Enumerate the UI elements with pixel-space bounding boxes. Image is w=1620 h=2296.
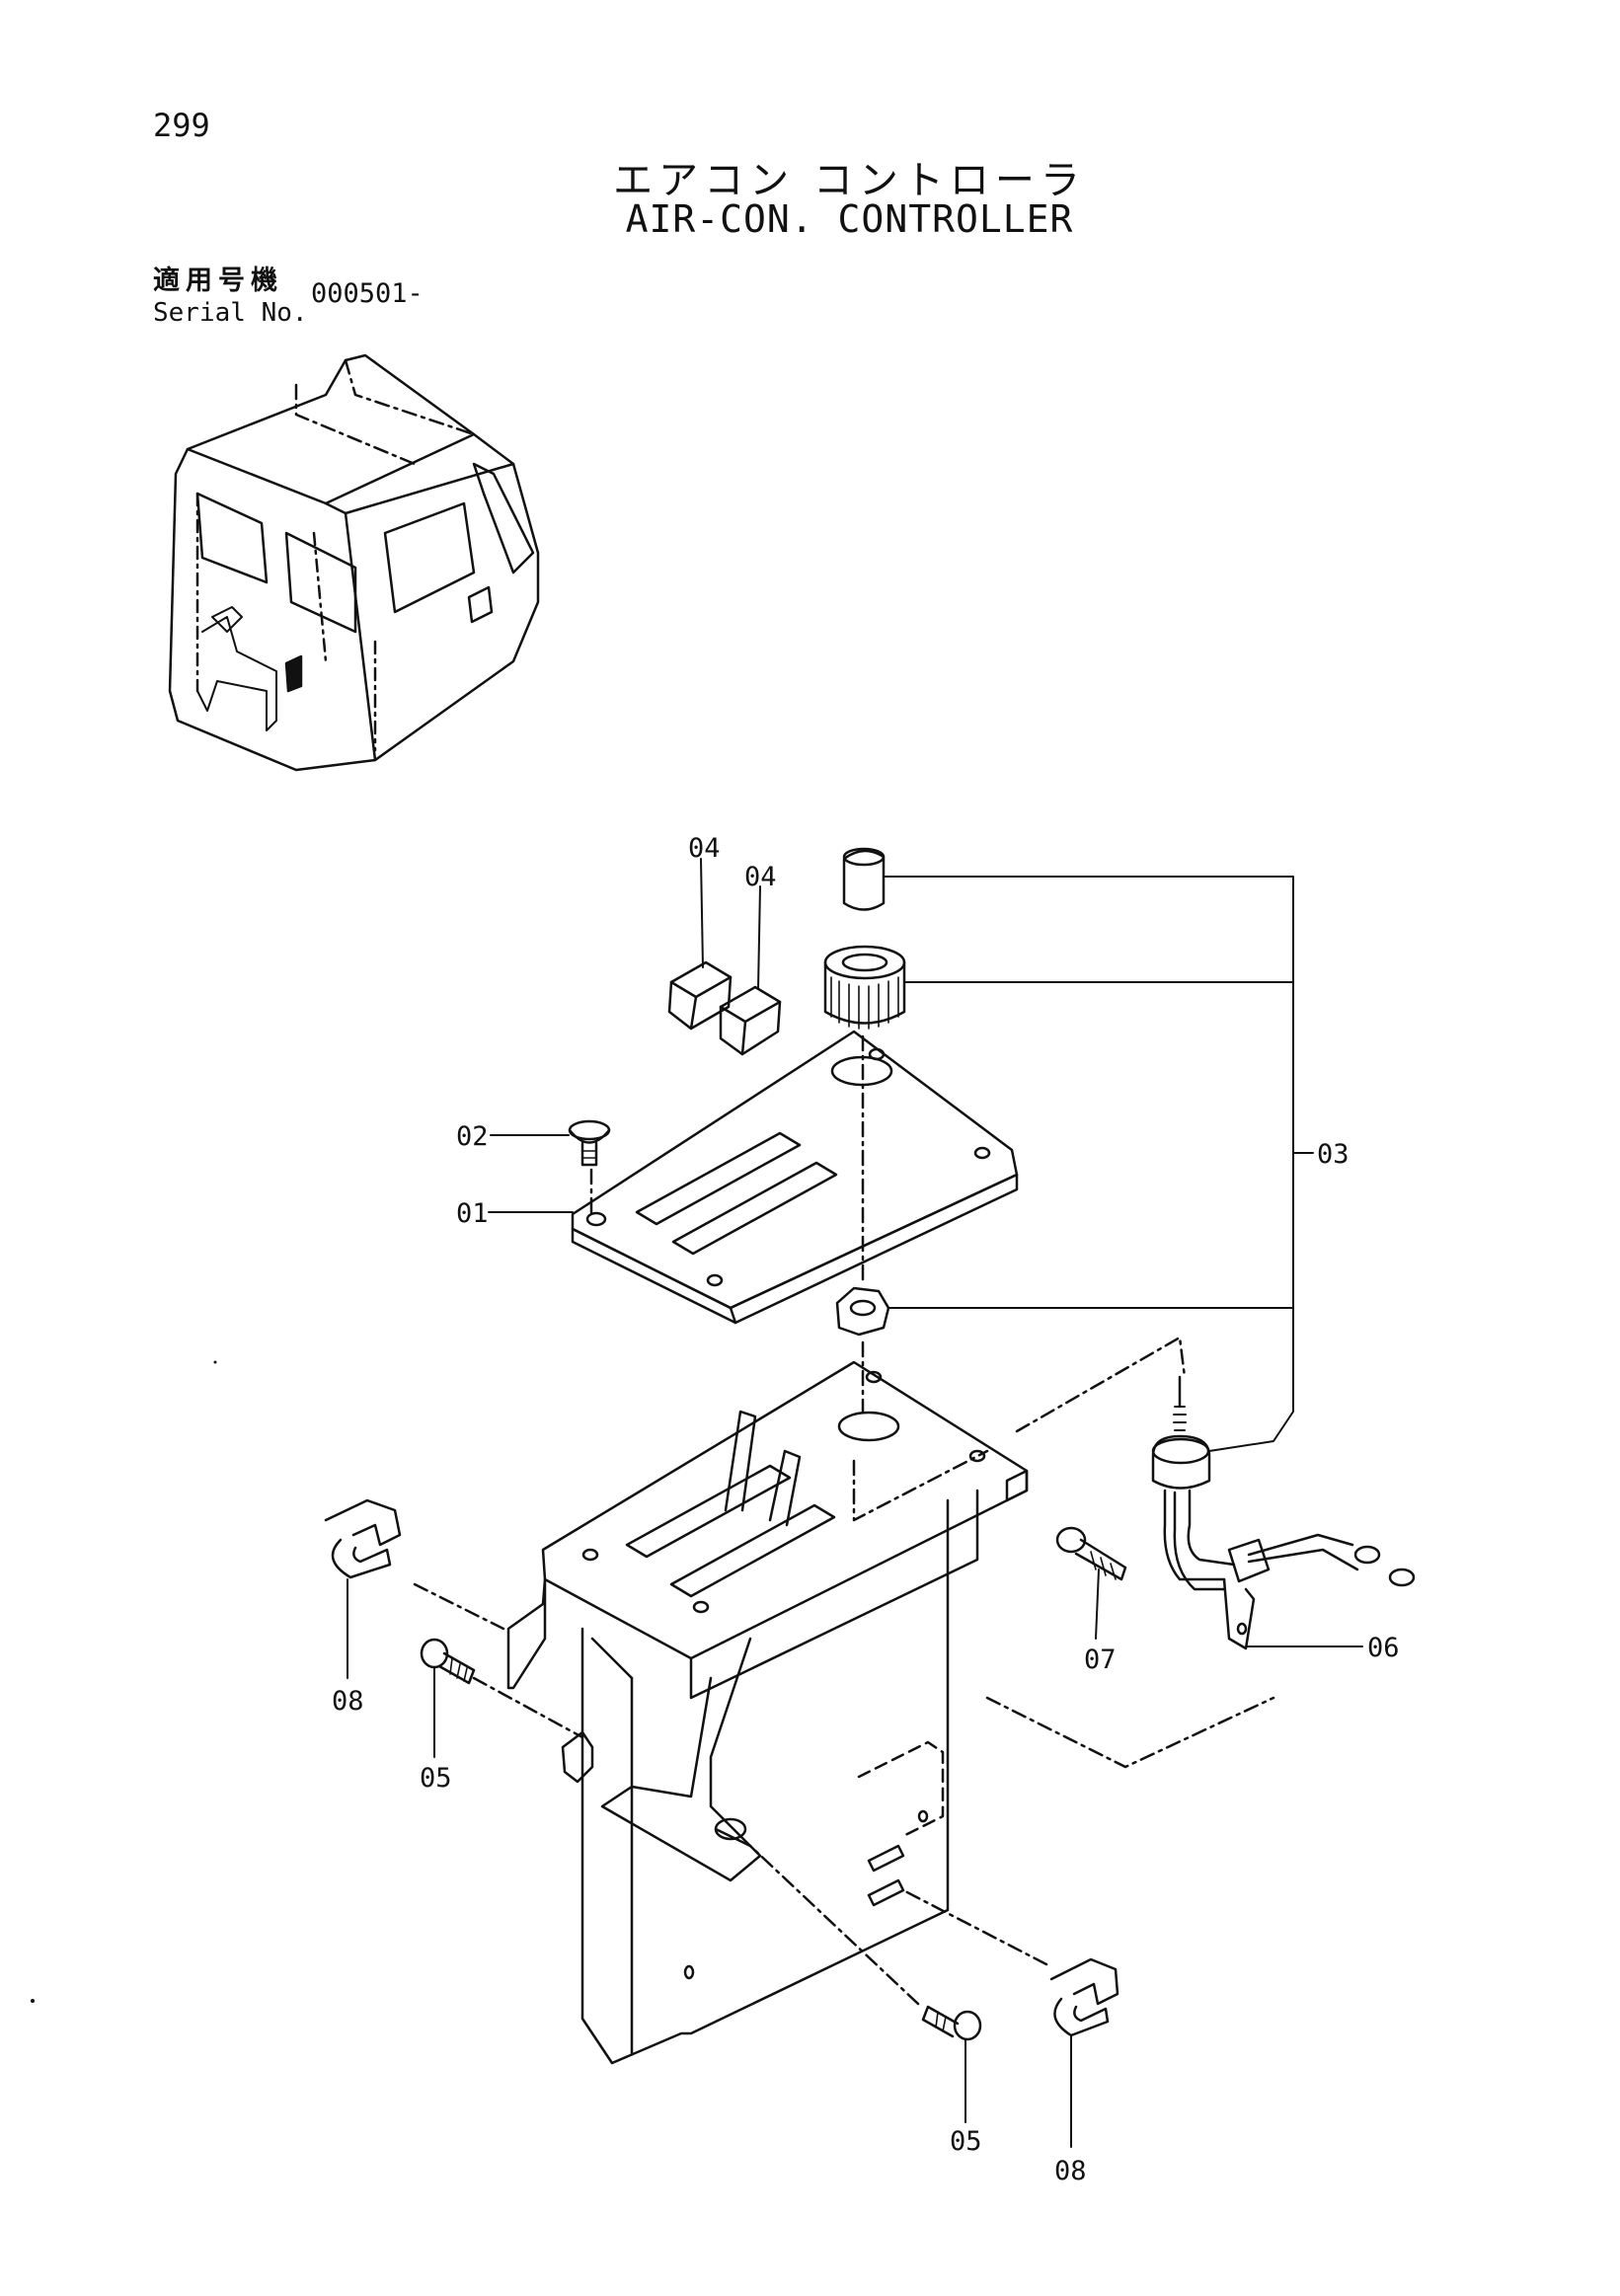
callout-02: 02 (456, 1121, 489, 1152)
scan-dot (31, 1999, 35, 2003)
callout-04-b: 04 (744, 862, 777, 892)
serial-label-japanese: 適用号機 (153, 266, 283, 296)
scan-dot (213, 1360, 217, 1364)
callout-06: 06 (1367, 1633, 1400, 1663)
controller-assembly-drawing (324, 847, 1416, 2148)
callout-07: 07 (1084, 1645, 1117, 1675)
title-english: AIR-CON. CONTROLLER (625, 197, 1074, 241)
serial-number-value: 000501- (311, 278, 424, 309)
serial-label-english: Serial No. (153, 298, 308, 328)
callout-04-a: 04 (688, 833, 721, 864)
cab-thumbnail-drawing (168, 353, 540, 772)
callout-05-b: 05 (950, 2126, 982, 2157)
callout-08-b: 08 (1054, 2156, 1087, 2186)
callout-08-a: 08 (332, 1686, 364, 1717)
callout-03: 03 (1317, 1139, 1350, 1170)
page-number: 299 (153, 107, 210, 144)
callout-05-a: 05 (420, 1763, 452, 1794)
callout-01: 01 (456, 1198, 489, 1229)
title-japanese: エアコン コントローラ (613, 158, 1086, 203)
